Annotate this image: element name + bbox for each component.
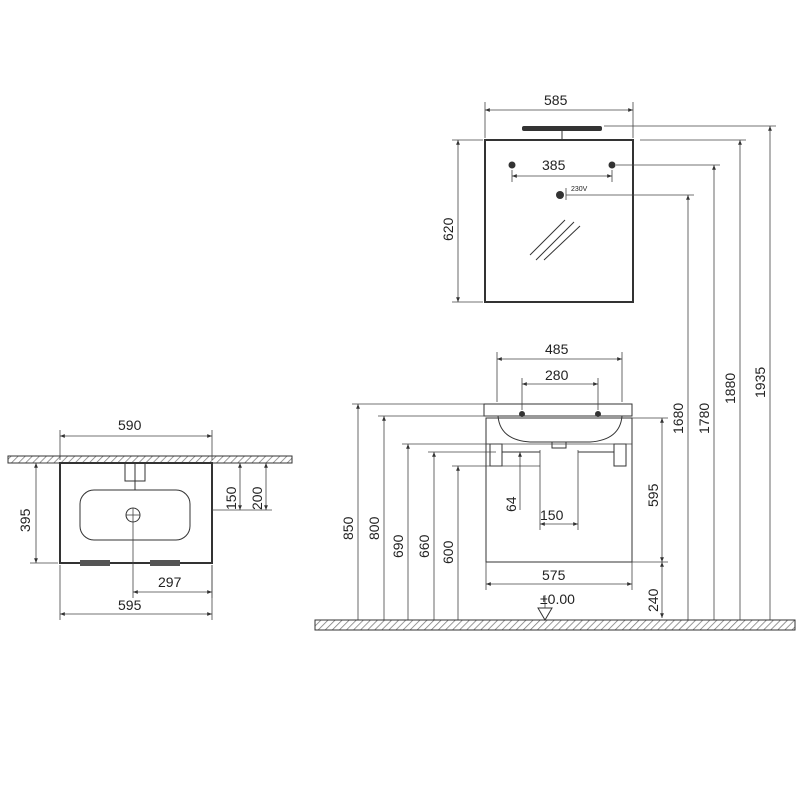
dim-basin-485: 485 — [545, 341, 569, 357]
dim-height-690: 690 — [390, 534, 406, 558]
plan-basin-outline — [59, 462, 213, 564]
dim-mirror-height: 620 — [440, 217, 456, 241]
dim-plan-width-top: 590 — [118, 417, 142, 433]
basin-top — [483, 403, 633, 417]
mirror-light — [522, 126, 602, 131]
floor-level-label: ±0.00 — [540, 591, 575, 607]
dim-plan-150: 150 — [223, 486, 239, 510]
dim-height-660: 660 — [416, 534, 432, 558]
dim-plan-depth: 395 — [17, 508, 33, 532]
basin-bowl — [497, 415, 623, 443]
dim-plan-297: 297 — [158, 574, 182, 590]
dim-drain-150: 150 — [540, 507, 564, 523]
dim-cabinet-width: 575 — [542, 567, 566, 583]
dim-height-800: 800 — [366, 516, 382, 540]
dim-height-850: 850 — [340, 516, 356, 540]
dim-drain-64: 64 — [503, 496, 519, 512]
dim-mirror-width: 585 — [544, 92, 568, 108]
floor-level-symbol — [537, 607, 553, 621]
dim-height-1880: 1880 — [722, 373, 738, 404]
plan-view: 590 395 150 200 297 595 — [7, 417, 293, 620]
plan-wall — [7, 455, 293, 464]
dim-height-600: 600 — [440, 540, 456, 564]
dim-cabinet-height: 595 — [645, 483, 661, 507]
dim-plan-width-bottom: 595 — [118, 597, 142, 613]
switch-label: 230V — [571, 186, 588, 193]
dim-basin-280: 280 — [545, 367, 569, 383]
dim-plan-200: 200 — [249, 486, 265, 510]
height-dimensions: 850 800 690 660 600 1680 1780 1880 1935 — [340, 125, 776, 620]
mirror-panel — [484, 139, 634, 303]
basin-view: 485 280 595 64 150 575 240 ±0.00 — [483, 341, 668, 621]
cabinet-body — [485, 417, 633, 563]
dim-height-1780: 1780 — [696, 403, 712, 434]
dim-height-1935: 1935 — [752, 367, 768, 398]
floor — [314, 619, 796, 631]
dim-height-1680: 1680 — [670, 403, 686, 434]
mirror-view: 230V 585 385 620 — [440, 92, 634, 303]
dim-mirror-385: 385 — [542, 157, 566, 173]
dim-floor-clearance: 240 — [645, 588, 661, 612]
